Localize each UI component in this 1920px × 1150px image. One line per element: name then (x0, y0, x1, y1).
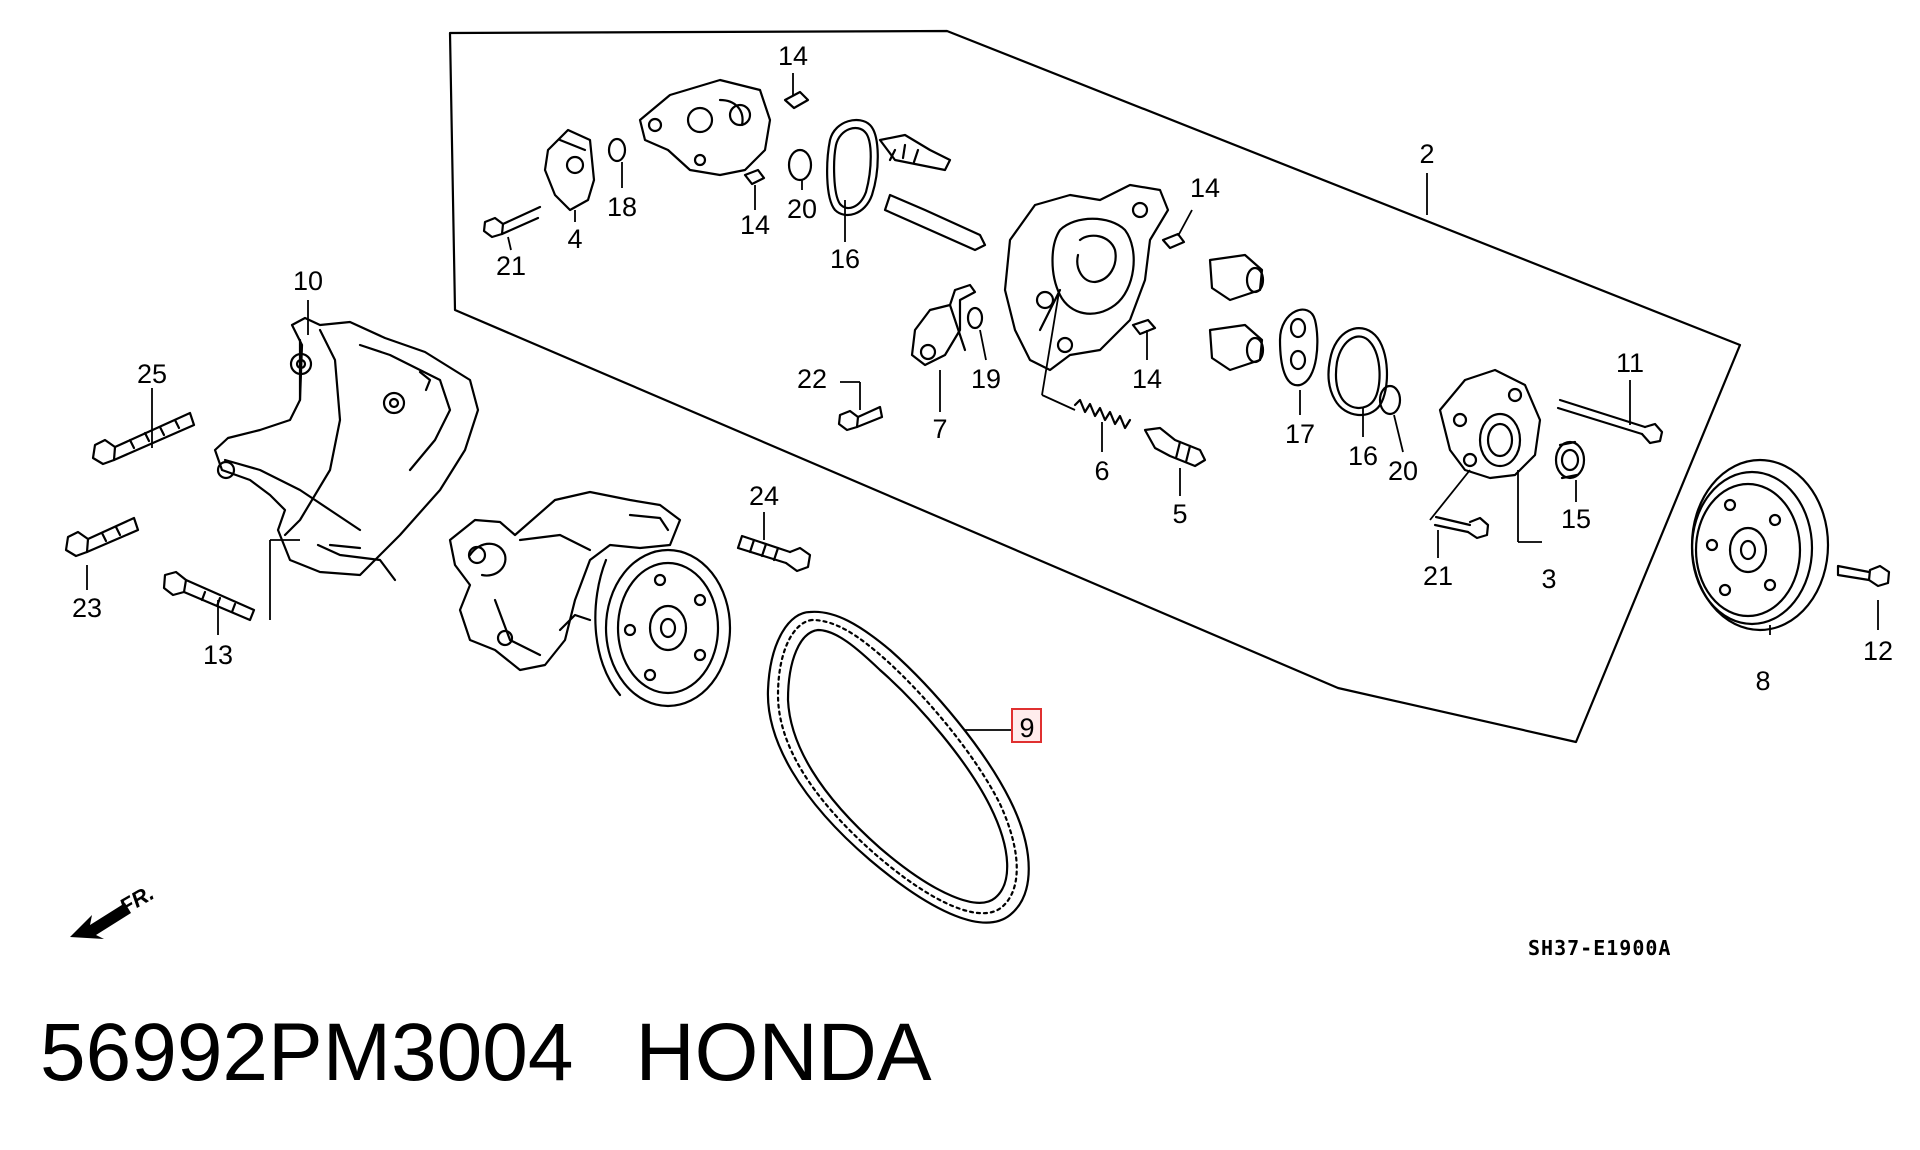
pump-housing (1003, 183, 1170, 372)
ring-19 (966, 306, 984, 330)
bolt-25 (91, 411, 196, 466)
dowel-14c (1161, 232, 1186, 250)
callout-8: 8 (1755, 666, 1770, 696)
callout-14b: 14 (740, 210, 770, 240)
callout-20b: 20 (1388, 456, 1418, 486)
cover-4 (543, 128, 596, 212)
callout-15: 15 (1561, 504, 1591, 534)
callout-14a: 14 (778, 41, 808, 71)
assembly-boundary (448, 29, 1742, 744)
leader-lines (86, 73, 1879, 731)
bolt-22 (837, 405, 884, 432)
rear-cover-3 (1438, 368, 1542, 480)
callout-19: 19 (971, 364, 1001, 394)
callout-13: 13 (203, 640, 233, 670)
bolt-13 (162, 570, 256, 622)
callout-4: 4 (567, 224, 582, 254)
callout-9-highlight[interactable] (1011, 708, 1042, 743)
callout-3: 3 (1541, 564, 1556, 594)
bolt-11 (1556, 398, 1664, 445)
callout-2: 2 (1419, 139, 1434, 169)
bolt-21a (482, 205, 542, 239)
gasket-16b (1327, 327, 1389, 416)
bolt-23 (64, 516, 140, 558)
callout-17: 17 (1285, 419, 1315, 449)
callout-labels: 2 3 4 5 6 7 8 9 10 11 12 13 14 14 14 14 … (72, 41, 1893, 743)
bolt-12 (1836, 564, 1891, 588)
bushings (1208, 253, 1265, 372)
callout-22: 22 (797, 364, 827, 394)
callout-23: 23 (72, 593, 102, 623)
power-steering-pump (448, 490, 732, 708)
callout-6: 6 (1094, 456, 1109, 486)
seal-17 (1278, 308, 1319, 387)
brand-name: HONDA (635, 1007, 932, 1098)
bolt-24 (736, 534, 812, 573)
part-number: 56992PM3004 (40, 1007, 574, 1098)
front-arrow-icon: FR. (70, 880, 158, 939)
gasket-16a (826, 118, 879, 217)
callout-21a: 21 (496, 251, 526, 281)
bolt-21b (1433, 515, 1490, 540)
dowel-14a (783, 90, 810, 110)
callout-16b: 16 (1348, 441, 1378, 471)
callout-12: 12 (1863, 636, 1893, 666)
callout-18: 18 (607, 192, 637, 222)
drive-belt-9 (766, 610, 1030, 924)
callout-7: 7 (932, 414, 947, 444)
dowel-14b (743, 168, 766, 186)
ring-20a (787, 148, 813, 182)
pump-cover (638, 78, 772, 177)
callout-24: 24 (749, 481, 779, 511)
rotor-gears (878, 133, 987, 252)
bearing-15 (1554, 440, 1586, 480)
callout-9[interactable]: 9 (1019, 713, 1034, 743)
callout-11: 11 (1616, 348, 1644, 378)
outlet-fitting-7 (910, 283, 977, 367)
callout-25: 25 (137, 359, 167, 389)
ring-18 (607, 137, 627, 163)
callout-14c: 14 (1190, 173, 1220, 203)
valve-5 (1143, 426, 1207, 468)
callout-5: 5 (1172, 499, 1187, 529)
callout-16a: 16 (830, 244, 860, 274)
ring-20b (1378, 384, 1402, 416)
callout-20a: 20 (787, 194, 817, 224)
callout-21b: 21 (1423, 561, 1453, 591)
spring-6 (1073, 398, 1132, 430)
pulley-8 (1690, 458, 1830, 632)
callout-10: 10 (293, 266, 323, 296)
diagram-code: SH37-E1900A (1528, 936, 1671, 960)
dowel-14d (1131, 318, 1157, 336)
pump-bracket (213, 316, 480, 582)
callout-14d: 14 (1132, 364, 1162, 394)
